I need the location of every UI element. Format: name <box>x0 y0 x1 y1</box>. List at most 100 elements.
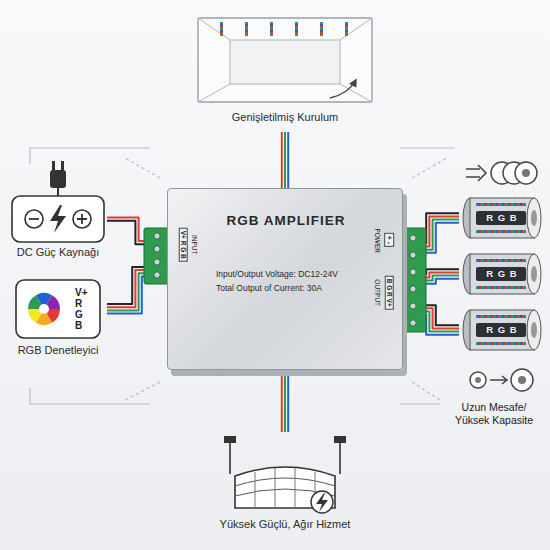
port-label: OUTPUT <box>373 279 380 306</box>
stadium-illustration <box>311 491 333 513</box>
frame-line <box>125 158 447 400</box>
port-label: POWER <box>373 228 380 253</box>
output-terminal-block <box>410 303 416 309</box>
controller-icon <box>39 304 49 314</box>
wire <box>281 370 283 432</box>
power-supply-icon <box>73 210 91 228</box>
stadium-illustration <box>339 442 341 474</box>
frame-line <box>30 148 455 404</box>
power-supply-box: DC Güç Kaynağı <box>9 196 107 264</box>
input-terminal-block <box>154 246 160 252</box>
frame-line <box>400 403 440 404</box>
ceiling-illustration <box>198 18 372 102</box>
extend-icon <box>466 165 486 181</box>
led-reel-icon <box>527 310 541 350</box>
wire <box>107 270 167 307</box>
long-distance-icon <box>490 376 507 384</box>
led-reel-icon <box>531 322 537 338</box>
long-distance-icon <box>511 369 533 391</box>
wire <box>287 132 289 188</box>
power-supply-icon <box>50 205 66 233</box>
stadium-illustration <box>255 468 315 508</box>
pin-names: V+ R G B <box>75 287 91 331</box>
long-distance-icon <box>518 376 526 384</box>
long-distance-icon <box>470 372 486 388</box>
output-terminal-block <box>410 252 416 258</box>
caption: Yüksek Güçlü, Ağır Hizmet <box>197 518 373 531</box>
extend-icon <box>522 169 530 177</box>
power-supply-icon <box>12 196 104 242</box>
ceiling-illustration <box>330 80 356 98</box>
ceiling-illustration <box>320 22 323 36</box>
wire-bundle <box>107 267 167 314</box>
output-terminal-block <box>410 235 416 241</box>
led-reel-icon <box>476 342 526 345</box>
led-reel: R G B <box>459 196 545 240</box>
pin-label: V+ R G B <box>178 227 187 261</box>
amplifier-box: RGB AMPLIFIER Input/Output Voltage: DC12-… <box>167 188 403 370</box>
power-supply-icon <box>29 218 39 220</box>
pin-label: + - <box>384 233 394 247</box>
long-distance-icon <box>470 369 533 391</box>
input-terminal-block <box>154 259 160 265</box>
led-reel-icon <box>476 315 526 318</box>
stadium-illustration <box>316 493 328 512</box>
ceiling-install-panel: Genişletilmiş Kurulum <box>187 14 383 132</box>
plug-icon <box>57 187 59 196</box>
output-terminal-block <box>400 228 426 332</box>
feature-caption: Uzun Mesafe/ Yüksek Kapasite <box>444 401 544 427</box>
channel-letters: R G B <box>459 211 545 225</box>
led-reel-icon <box>531 266 537 282</box>
output-terminal-block <box>400 228 426 332</box>
ceiling-illustration <box>198 18 372 102</box>
rgb-controller-box: V+ R G BRGB Denetleyici <box>9 280 107 360</box>
input-terminal-block <box>154 272 160 278</box>
stadium-illustration <box>334 436 346 443</box>
plug-icon <box>50 170 66 188</box>
controller-icon <box>16 280 100 338</box>
wire-bundle <box>282 132 288 188</box>
spec-text: Input/Output Voltage: DC12-24V <box>216 269 338 279</box>
channel-letters: R G B <box>459 323 545 337</box>
led-reel-icon <box>476 203 526 206</box>
frame-line <box>125 382 160 400</box>
led-reel-icon <box>476 259 526 262</box>
ceiling-illustration <box>198 18 372 102</box>
stadium-panel: Yüksek Güçlü, Ağır Hizmet <box>197 432 373 538</box>
plug-icon <box>52 161 55 170</box>
device-title: RGB AMPLIFIER <box>168 213 404 229</box>
ceiling-illustration <box>270 22 273 36</box>
plug-icon <box>50 161 66 196</box>
led-reel: R G B <box>459 252 545 296</box>
wire <box>281 132 283 188</box>
wire-bundle <box>282 370 288 432</box>
ceiling-illustration <box>245 22 248 36</box>
long-distance-icon <box>475 377 481 383</box>
led-reel-icon <box>476 230 526 233</box>
spec-text: Total Output of Current: 30A <box>216 283 322 293</box>
caption: Genişletilmiş Kurulum <box>187 111 383 124</box>
output-terminal-block <box>410 320 416 326</box>
extend-icon <box>466 162 537 184</box>
power-supply-icon <box>25 210 43 228</box>
output-terminal-block <box>410 269 416 275</box>
controller-icon <box>16 280 100 338</box>
ceiling-illustration <box>230 40 340 84</box>
power-supply-icon <box>12 196 104 242</box>
power-supply-icon <box>77 214 87 224</box>
wire <box>284 370 286 432</box>
wire <box>287 370 289 432</box>
led-reel-icon <box>527 198 541 238</box>
input-terminal-block <box>154 233 160 239</box>
wire <box>284 132 286 188</box>
frame-line <box>412 382 440 400</box>
frame-line <box>400 147 455 148</box>
led-reel-icon <box>531 210 537 226</box>
pin-label: B G R V+ <box>384 275 393 309</box>
ceiling-illustration <box>295 22 298 36</box>
plug-icon <box>61 161 64 170</box>
stadium-illustration <box>224 436 236 443</box>
extend-icon <box>515 162 537 184</box>
ceiling-illustration <box>345 22 348 36</box>
